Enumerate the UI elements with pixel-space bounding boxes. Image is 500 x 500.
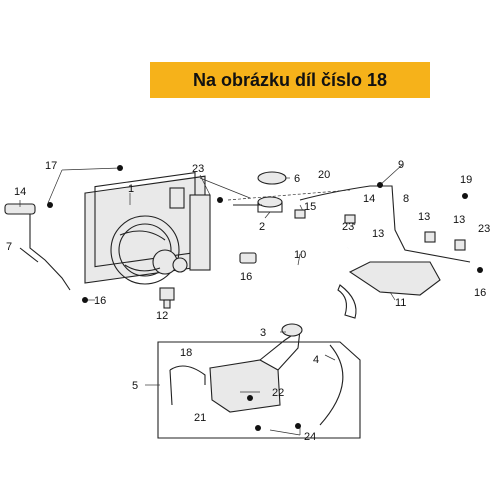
label-4: 4 [313,354,319,366]
label-16c: 16 [474,287,486,299]
fasteners [47,165,483,431]
sensor-part-12 [159,287,175,309]
label-22: 22 [272,387,284,399]
label-15: 15 [304,201,316,213]
label-17: 17 [45,160,57,172]
label-23a: 23 [192,163,204,175]
label-2: 2 [259,221,265,233]
label-14b: 14 [363,193,375,205]
hose-part-9 [233,185,471,263]
label-14a: 14 [14,186,26,198]
label-13b: 13 [418,211,430,223]
label-19: 19 [460,174,472,186]
label-7: 7 [6,241,12,253]
label-12: 12 [156,310,168,322]
label-1: 1 [128,183,134,195]
label-21: 21 [194,412,206,424]
bracket-part-18 [169,365,206,406]
reservoir-tank [209,323,303,413]
label-8: 8 [403,193,409,205]
label-5: 5 [132,380,138,392]
label-18: 18 [180,347,192,359]
label-23c: 23 [478,223,490,235]
filler-cap-part-6 [257,171,287,213]
label-24: 24 [304,431,316,443]
bracket-part-7 [8,209,71,291]
label-9: 9 [398,159,404,171]
label-16a: 16 [94,295,106,307]
label-11: 11 [395,297,406,309]
part-labels: 1 2 3 4 5 6 7 8 9 10 11 12 13 13 13 14 1… [6,159,490,443]
label-6: 6 [294,173,300,185]
cover-part-11 [337,261,441,319]
label-23b: 23 [342,221,354,233]
clip-part-16 [239,252,257,264]
label-16b: 16 [240,271,252,283]
label-13a: 13 [372,228,384,240]
tube-part-4 [319,344,344,426]
radiator [84,171,211,285]
label-10: 10 [294,249,306,261]
label-20: 20 [318,169,330,181]
label-13c: 13 [453,214,465,226]
part-number-banner: Na obrázku díl číslo 18 [150,62,430,98]
label-3: 3 [260,327,266,339]
